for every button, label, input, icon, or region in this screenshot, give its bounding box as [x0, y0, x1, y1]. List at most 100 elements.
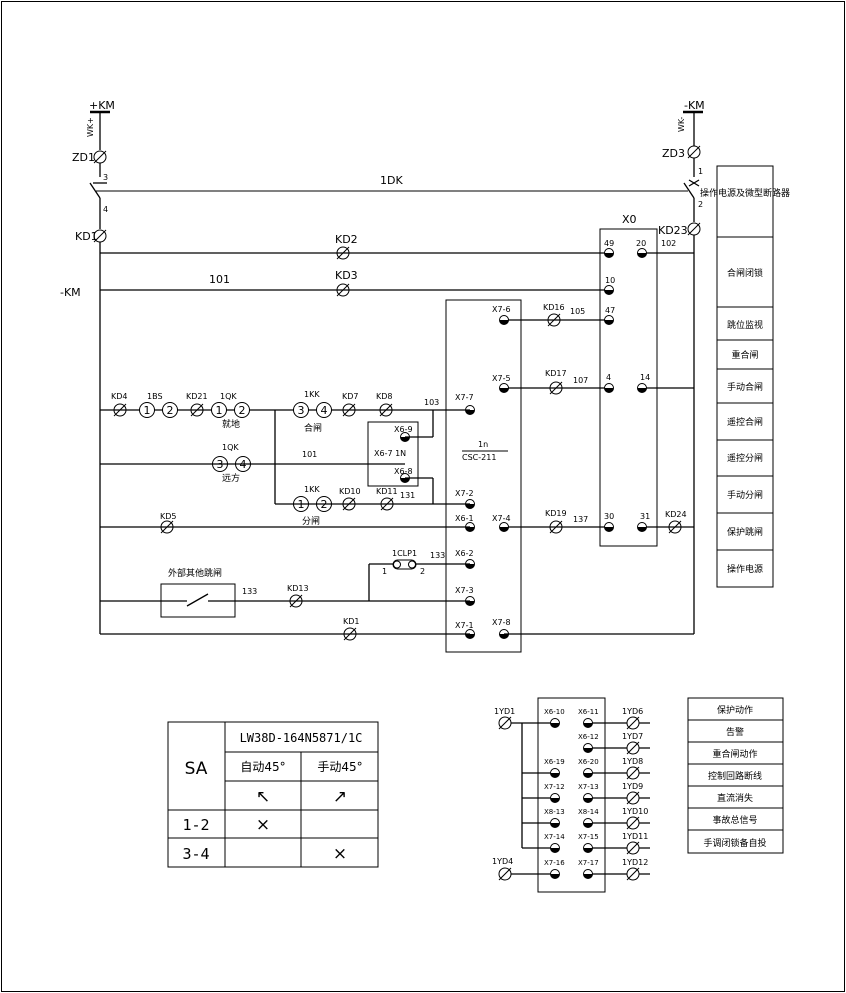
sa-auto-header: 自动45°	[240, 760, 285, 774]
kd5-label: KD5	[160, 512, 177, 521]
wire-105-label: 105	[570, 307, 585, 316]
zd3-label: ZD3	[662, 147, 685, 160]
circled-number: 1	[216, 404, 223, 417]
terminal-slash	[336, 283, 350, 297]
sa-manual-header: 手动45°	[317, 760, 362, 774]
x0-label: X0	[622, 213, 637, 226]
clp1-pin	[393, 560, 401, 569]
qk1-label: 1QK	[220, 392, 237, 401]
pin-x7-4: X7-4	[492, 514, 511, 523]
signal-legend-grid	[687, 697, 784, 854]
signal-right-pin-label: X8-14	[578, 808, 599, 816]
legend-3: 控制回路断线	[708, 770, 762, 782]
terminal-kd3	[336, 283, 350, 297]
right-col-0: 操作电源及微型断路器	[700, 187, 790, 199]
signal-left-contact	[550, 843, 560, 853]
signal-right-contact	[583, 843, 593, 853]
signal-right-pin-label: X6-20	[578, 758, 599, 766]
signal-left-pin-label: X6-19	[544, 758, 565, 766]
pin-2: 2	[698, 200, 703, 209]
wire-101b-label: 101	[302, 450, 317, 459]
wire-133b-label: 133	[242, 587, 257, 596]
terminal-slash	[549, 381, 563, 395]
signal-left-pin-label: X8-13	[544, 808, 565, 816]
inner-1n-box	[367, 421, 419, 487]
right-col-8: 保护跳闸	[727, 526, 763, 538]
terminal-slash	[498, 867, 512, 881]
kd10-label: KD10	[339, 487, 361, 496]
circled-number: 2	[167, 404, 174, 417]
yd4-label: 1YD4	[492, 857, 513, 866]
circled-contact: 1	[211, 402, 227, 418]
signal-left-pin-label: X7-14	[544, 833, 565, 841]
clp1-pin-1: 1	[382, 567, 387, 576]
wire-102-label: 102	[661, 239, 676, 248]
kd2-label: KD2	[335, 233, 358, 246]
pin-x7-5: X7-5	[492, 374, 511, 383]
circled-contact: 1	[139, 402, 155, 418]
kd16-label: KD16	[543, 303, 565, 312]
pin-x6-8: X6-8	[394, 467, 413, 476]
signal-output-terminal	[626, 766, 640, 780]
circled-contact: 2	[162, 402, 178, 418]
signal-output-label: 1YD10	[622, 807, 648, 816]
signal-right-contact	[583, 793, 593, 803]
signal-output-terminal	[626, 716, 640, 730]
terminal-kd2	[336, 246, 350, 260]
trip-contact	[186, 593, 209, 607]
kd13-label: KD13	[287, 584, 309, 593]
negative-wire-label: WK-	[677, 117, 686, 132]
signal-output-terminal	[626, 791, 640, 805]
signal-block	[537, 697, 606, 893]
left-bus-label: -KM	[60, 286, 81, 299]
kd21-label: KD21	[186, 392, 208, 401]
signal-left-contact	[550, 818, 560, 828]
pin-1: 1	[698, 167, 703, 176]
legend-1: 告警	[726, 726, 744, 738]
signal-right-contact	[583, 768, 593, 778]
signal-right-pin-label: X7-13	[578, 783, 599, 791]
kd24-label: KD24	[665, 510, 687, 519]
signal-output-label: 1YD9	[622, 782, 643, 791]
x0-contact	[604, 315, 614, 325]
csc-contact	[499, 383, 509, 393]
x0-pin-10: 10	[605, 276, 615, 285]
signal-right-contact	[583, 869, 593, 879]
x0-contacts	[604, 248, 647, 532]
right-col-9: 操作电源	[727, 563, 763, 575]
breaker-blade-left	[89, 182, 101, 199]
x0-pin-14: 14	[640, 373, 650, 382]
wire-107-label: 107	[573, 376, 588, 385]
sa-table-grid	[167, 721, 379, 868]
wire-137-label: 137	[573, 515, 588, 524]
terminal-slash	[336, 246, 350, 260]
terminal-slash	[547, 313, 561, 327]
terminal-kd13	[289, 594, 303, 608]
x0-pin-47: 47	[605, 306, 615, 315]
csc-1n-label: 1n	[478, 440, 488, 449]
csc-model-label: CSC-211	[462, 453, 496, 462]
signal-output-label: 1YD11	[622, 832, 648, 841]
x6-7-1n-label: X6-7 1N	[374, 449, 406, 458]
external-trip-label: 外部其他跳闸	[168, 567, 222, 579]
legend-5: 事故总信号	[712, 814, 757, 826]
wire-131-label: 131	[400, 491, 415, 500]
wire-103-label: 103	[424, 398, 439, 407]
pin-x7-6: X7-6	[492, 305, 511, 314]
right-col-6: 遥控分闸	[727, 452, 763, 464]
terminal-slash	[93, 229, 107, 243]
right-col-5: 遥控合闸	[727, 416, 763, 428]
pin-x7-1: X7-1	[455, 621, 474, 630]
wire-101-label: 101	[209, 273, 230, 286]
csc-contact	[499, 315, 509, 325]
kd1-label: KD1	[75, 230, 98, 243]
x0-contact	[637, 522, 647, 532]
kd3-label: KD3	[335, 269, 358, 282]
signal-right-contact	[583, 718, 593, 728]
bs-label: 1BS	[147, 392, 163, 401]
pin-4: 4	[103, 205, 108, 214]
signal-right-pin-label: X7-15	[578, 833, 599, 841]
signal-left-contact	[550, 768, 560, 778]
